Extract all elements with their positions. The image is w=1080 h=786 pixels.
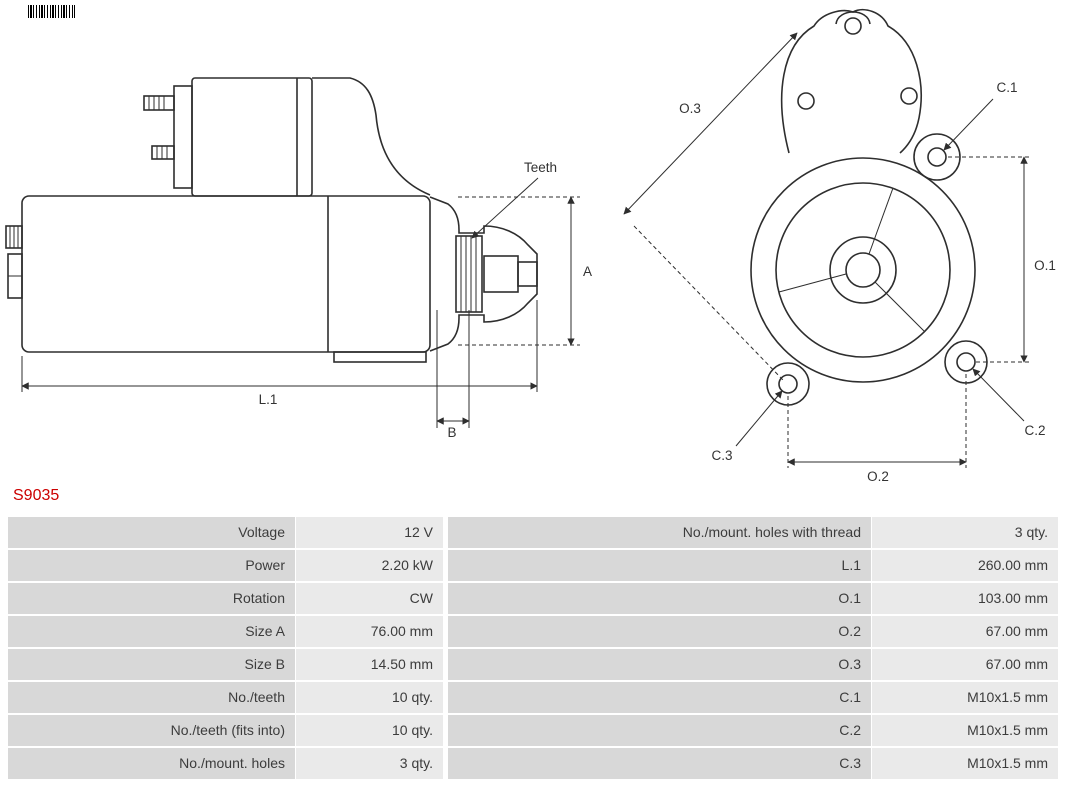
spec-row: Rotation CW (8, 583, 443, 614)
spec-label: Power (8, 550, 295, 581)
spec-label: No./mount. holes (8, 748, 295, 779)
spec-row: No./teeth 10 qty. (8, 682, 443, 713)
spec-label: Rotation (8, 583, 295, 614)
drive-end-housing (429, 196, 538, 352)
spec-row: C.3 M10x1.5 mm (448, 748, 1058, 779)
spec-value: 103.00 mm (872, 583, 1058, 614)
barcode (28, 5, 75, 18)
spec-value: 2.20 kW (296, 550, 443, 581)
spec-label: Voltage (8, 517, 295, 548)
dim-o3-label: O.3 (679, 101, 701, 116)
spec-row: O.3 67.00 mm (448, 649, 1058, 680)
dim-b-label: B (447, 425, 456, 440)
spec-label: Size A (8, 616, 295, 647)
spec-value: M10x1.5 mm (872, 715, 1058, 746)
front-housing (750, 157, 976, 383)
spec-row: Voltage 12 V (8, 517, 443, 548)
teeth-callout: Teeth (471, 160, 557, 239)
mounting-holes (766, 133, 988, 406)
dim-c2-label: C.2 (1024, 423, 1045, 438)
spec-label: C.3 (448, 748, 871, 779)
dim-c3-label: C.3 (711, 448, 732, 463)
spec-value: 67.00 mm (872, 616, 1058, 647)
spec-row: Size B 14.50 mm (8, 649, 443, 680)
spec-value: 14.50 mm (296, 649, 443, 680)
motor-body (21, 195, 431, 363)
spec-row: Size A 76.00 mm (8, 616, 443, 647)
spec-row: No./teeth (fits into) 10 qty. (8, 715, 443, 746)
starter-side-view: Teeth A L.1 B (5, 77, 592, 440)
spec-row: No./mount. holes with thread 3 qty. (448, 517, 1058, 548)
technical-diagram: Teeth A L.1 B (5, 8, 1056, 484)
spec-value: 3 qty. (872, 517, 1058, 548)
body-left-stud (5, 225, 23, 299)
spec-label: No./mount. holes with thread (448, 517, 871, 548)
spec-row: O.1 103.00 mm (448, 583, 1058, 614)
spec-label: O.2 (448, 616, 871, 647)
spec-value: 3 qty. (296, 748, 443, 779)
dim-l1-label: L.1 (259, 392, 278, 407)
dimension-o3: O.3 (623, 32, 798, 381)
starter-front-view: O.3 C.1 O.1 C.2 C.3 (623, 8, 1056, 484)
spec-row: Power 2.20 kW (8, 550, 443, 581)
callout-c2: C.2 (972, 368, 1046, 438)
spec-row: No./mount. holes 3 qty. (8, 748, 443, 779)
spec-label: O.1 (448, 583, 871, 614)
spec-row: C.1 M10x1.5 mm (448, 682, 1058, 713)
dim-a-label: A (583, 264, 592, 279)
spec-value: 260.00 mm (872, 550, 1058, 581)
spec-label: Size B (8, 649, 295, 680)
spec-label: C.1 (448, 682, 871, 713)
spec-label: No./teeth (fits into) (8, 715, 295, 746)
spec-value: 10 qty. (296, 715, 443, 746)
spec-label: O.3 (448, 649, 871, 680)
spec-value: 12 V (296, 517, 443, 548)
spec-row: O.2 67.00 mm (448, 616, 1058, 647)
callout-c1: C.1 (943, 80, 1018, 151)
dim-c1-label: C.1 (996, 80, 1017, 95)
spec-value: 76.00 mm (296, 616, 443, 647)
spec-value: 67.00 mm (872, 649, 1058, 680)
dimension-o2: O.2 (787, 374, 967, 484)
spec-label: L.1 (448, 550, 871, 581)
dim-o2-label: O.2 (867, 469, 889, 484)
dimension-o1: O.1 (948, 156, 1056, 363)
front-solenoid-outline (780, 8, 922, 154)
spec-table-left: Voltage 12 V Power 2.20 kW Rotation CW S… (8, 517, 443, 781)
part-number: S9035 (13, 487, 60, 504)
dimension-l1: L.1 (21, 300, 538, 407)
spec-table-right: No./mount. holes with thread 3 qty. L.1 … (448, 517, 1058, 781)
solenoid (143, 77, 431, 197)
teeth-label: Teeth (524, 160, 557, 175)
spec-value: CW (296, 583, 443, 614)
spec-value: M10x1.5 mm (872, 748, 1058, 779)
spec-row: L.1 260.00 mm (448, 550, 1058, 581)
callout-c3: C.3 (711, 390, 783, 463)
spec-label: C.2 (448, 715, 871, 746)
spec-value: M10x1.5 mm (872, 682, 1058, 713)
dimension-a: A (458, 196, 592, 346)
spec-value: 10 qty. (296, 682, 443, 713)
dim-o1-label: O.1 (1034, 258, 1056, 273)
spec-row: C.2 M10x1.5 mm (448, 715, 1058, 746)
dimension-b: B (436, 310, 470, 440)
spec-label: No./teeth (8, 682, 295, 713)
